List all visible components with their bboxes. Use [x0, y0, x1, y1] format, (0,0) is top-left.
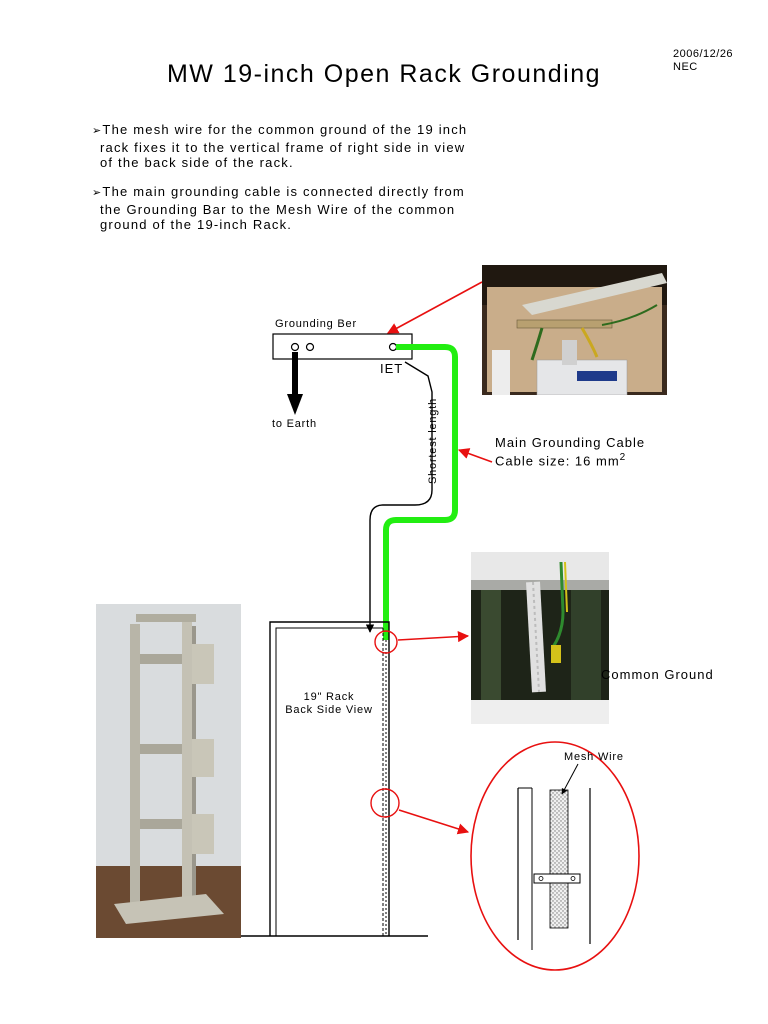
- pointer-arrow-photo-bar: [388, 282, 482, 333]
- shortest-length-line: [370, 362, 432, 632]
- main-grounding-cable: [386, 347, 455, 640]
- rack-photo-art: [96, 604, 241, 938]
- rack-back-view: [240, 622, 428, 936]
- shortest-length-label: Shortest length: [427, 398, 439, 484]
- to-earth-label: to Earth: [272, 418, 317, 430]
- grounding-bar-photo-art: [482, 265, 667, 395]
- cable-size-label: Cable size: 16 mm2: [495, 452, 626, 468]
- grounding-bar-photo: [482, 265, 667, 395]
- grounding-bar-label: Grounding Ber: [275, 318, 357, 330]
- common-ground-label: Common Ground: [601, 667, 714, 682]
- cable-size-unit-power: 2: [620, 452, 627, 463]
- main-cable-label: Main Grounding Cable: [495, 435, 645, 450]
- pointer-arrow-cable: [459, 450, 492, 462]
- iet-label: IET: [380, 361, 403, 376]
- mesh-wire-detail: [471, 742, 639, 970]
- rack-caption-line1: 19" Rack: [284, 691, 374, 703]
- rack-photo: [96, 604, 241, 938]
- common-ground-photo-art: [471, 552, 609, 724]
- to-earth-arrow: [287, 352, 303, 415]
- mesh-wire-marker: [371, 789, 399, 817]
- pointer-arrow-mesh-wire: [399, 810, 468, 832]
- rack-caption-line2: Back Side View: [284, 704, 374, 716]
- pointer-arrow-common-ground: [398, 636, 468, 640]
- cable-size-text: Cable size: 16 mm: [495, 453, 620, 468]
- mesh-wire-label: Mesh Wire: [564, 751, 624, 763]
- common-ground-photo: [471, 552, 609, 724]
